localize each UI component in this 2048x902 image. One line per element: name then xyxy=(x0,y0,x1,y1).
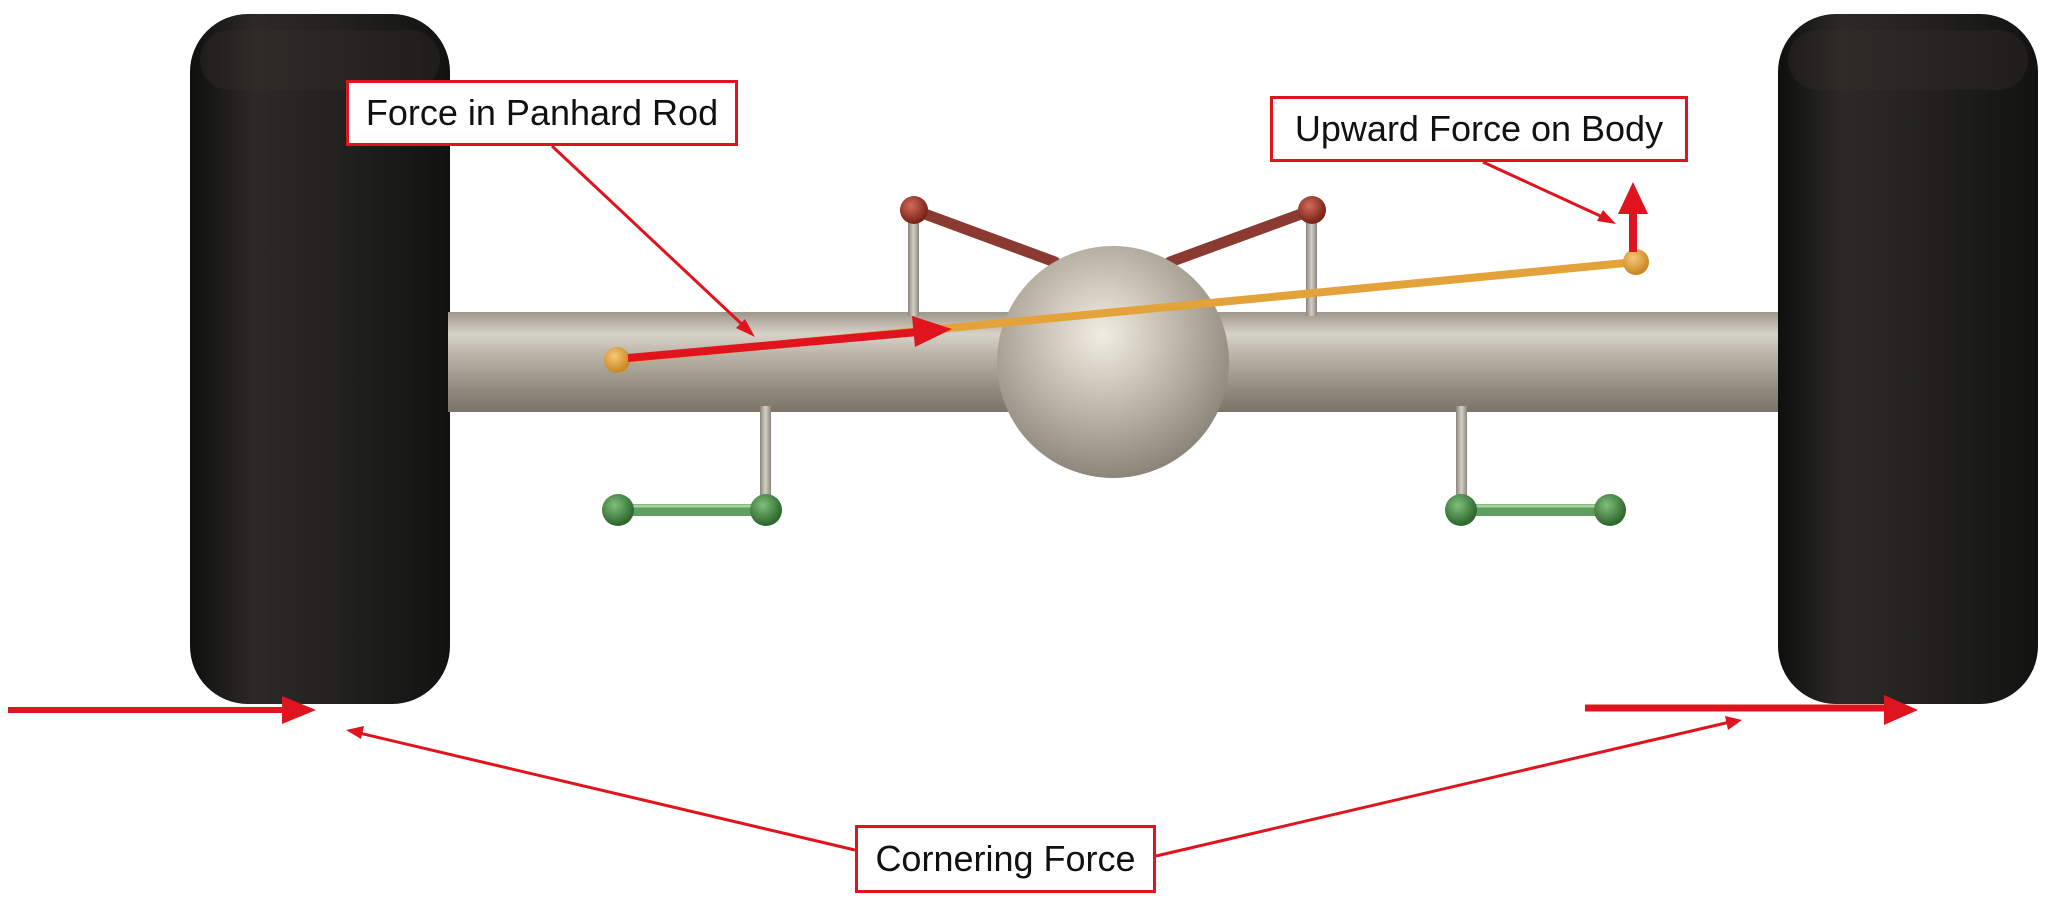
upper-link-right xyxy=(1164,196,1326,268)
lower-link-right xyxy=(1445,494,1626,526)
differential-housing xyxy=(997,246,1229,478)
upper-link-post-left xyxy=(908,210,919,316)
label-force-in-panhard-rod: Force in Panhard Rod xyxy=(346,80,738,146)
upper-link-left xyxy=(900,196,1061,268)
leader-line-cornering-left xyxy=(346,726,856,852)
lower-link-left xyxy=(602,494,782,526)
panhard-force-arrow-head xyxy=(912,316,952,347)
left-tire xyxy=(190,14,450,704)
label-upward-force-on-body: Upward Force on Body xyxy=(1270,96,1688,162)
right-tire xyxy=(1778,14,2038,704)
cornering-force-arrow-right-head xyxy=(1884,695,1918,725)
lower-link-post-left xyxy=(760,406,771,510)
upward-force-arrow-head xyxy=(1618,182,1648,214)
cornering-force-arrow-left-head xyxy=(282,696,316,724)
leader-line-cornering-right xyxy=(1155,716,1742,858)
label-cornering-force: Cornering Force xyxy=(855,825,1156,893)
lower-link-post-right xyxy=(1456,406,1467,510)
panhard-force-arrow xyxy=(627,328,919,362)
upper-link-post-right xyxy=(1306,210,1317,316)
leader-line-upward xyxy=(1482,160,1616,224)
leader-line-panhard xyxy=(550,144,755,337)
